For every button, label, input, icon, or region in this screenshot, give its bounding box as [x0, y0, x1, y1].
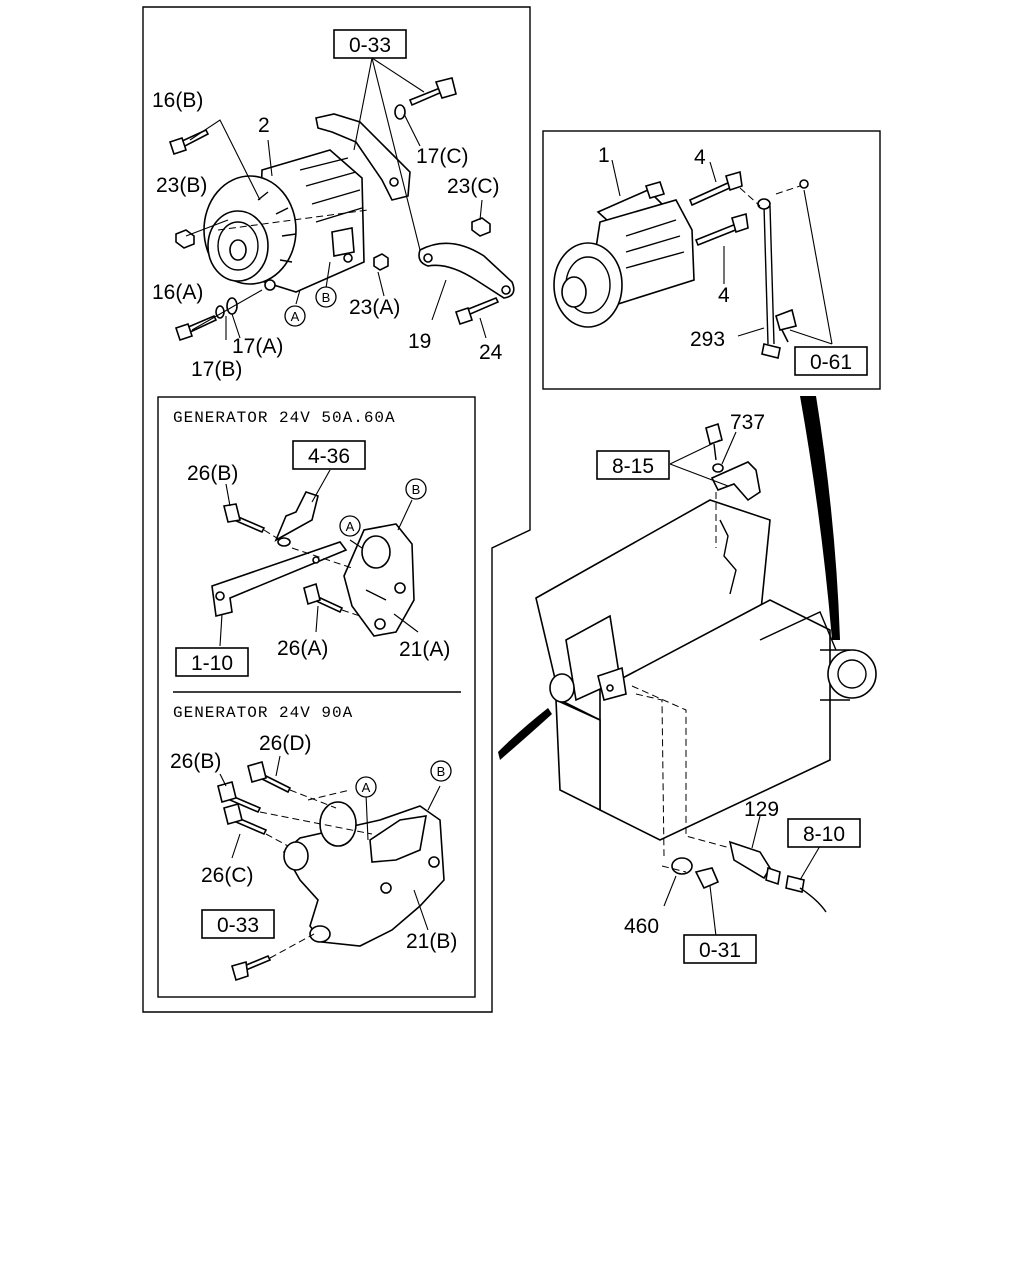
ref-box-0-33-top: 0-33 — [333, 29, 407, 59]
leader-wedge-right — [800, 396, 840, 640]
sensor-129 — [728, 840, 781, 886]
ref-box-8-10: 8-10 — [787, 818, 861, 848]
bracket-737 — [705, 422, 761, 502]
ref-0-31-text: 0-31 — [699, 939, 741, 962]
inset-generator-options-frame — [157, 396, 476, 998]
label-17c: 17(C) — [416, 145, 469, 168]
marker-b-90a-label: B — [437, 764, 446, 779]
nut-23a — [373, 253, 389, 271]
label-17b: 17(B) — [191, 358, 242, 381]
ref-8-15-text: 8-15 — [612, 455, 654, 478]
marker-b-50a: B — [405, 478, 427, 500]
cable-293 — [757, 198, 781, 359]
bolt-26c — [223, 803, 268, 836]
starter-motor — [553, 181, 695, 328]
bolt-0-61 — [775, 308, 797, 343]
marker-a-50a: A — [339, 515, 361, 537]
nut-23b — [175, 229, 195, 249]
ref-4-36-text: 4-36 — [308, 445, 350, 468]
header-generator-50a-60a: GENERATOR 24V 50A.60A — [173, 409, 396, 427]
marker-b-upper-label: B — [322, 290, 331, 305]
marker-a-90a: A — [355, 776, 377, 798]
label-26b-50a: 26(B) — [187, 462, 238, 485]
bolt-26b-50a — [223, 503, 266, 534]
label-4-lower: 4 — [718, 284, 730, 307]
marker-a-50a-label: A — [346, 519, 355, 534]
bolt-26b-90a — [217, 781, 262, 814]
marker-a-90a-label: A — [362, 780, 371, 795]
adjust-bracket-upper — [315, 113, 411, 201]
label-129: 129 — [744, 798, 779, 821]
ref-box-4-36: 4-36 — [292, 440, 366, 470]
starter-panel-frame — [542, 130, 881, 390]
ref-0-33-bottom-text: 0-33 — [217, 914, 259, 937]
bracket-21a — [343, 523, 415, 637]
label-16a: 16(A) — [152, 281, 203, 304]
generator-assembly — [203, 149, 365, 293]
plug-0-31 — [694, 867, 720, 890]
ref-box-8-15: 8-15 — [596, 450, 670, 480]
generator-panel-frame — [142, 6, 531, 1013]
bolt-16b — [168, 128, 210, 156]
bolt-4-lower — [694, 212, 749, 247]
bolt-26a — [303, 582, 344, 614]
label-26b-90a: 26(B) — [170, 750, 221, 773]
label-26d: 26(D) — [259, 732, 312, 755]
engine-block — [535, 499, 877, 841]
label-737: 737 — [730, 411, 765, 434]
label-21b: 21(B) — [406, 930, 457, 953]
nut-0-61 — [799, 179, 809, 189]
ref-8-10-text: 8-10 — [803, 823, 845, 846]
marker-b-50a-label: B — [412, 482, 421, 497]
label-17a: 17(A) — [232, 335, 283, 358]
ref-1-10-text: 1-10 — [191, 652, 233, 675]
ref-box-0-61: 0-61 — [794, 346, 868, 376]
bolt-0-33-lower — [231, 954, 272, 982]
leader-wedge-left — [498, 708, 552, 760]
marker-b-upper: B — [315, 286, 337, 308]
ref-0-61-text: 0-61 — [810, 351, 852, 374]
label-26a: 26(A) — [277, 637, 328, 660]
marker-a-upper-label: A — [291, 309, 300, 324]
label-16b: 16(B) — [152, 89, 203, 112]
label-21a: 21(A) — [399, 638, 450, 661]
label-460: 460 — [624, 915, 659, 938]
label-1: 1 — [598, 144, 610, 167]
label-4-upper: 4 — [694, 146, 706, 169]
ref-0-33-top-text: 0-33 — [349, 34, 391, 57]
washer-17a — [226, 297, 238, 315]
label-2: 2 — [258, 114, 270, 137]
label-23a: 23(A) — [349, 296, 400, 319]
label-24: 24 — [479, 341, 503, 364]
ref-box-0-33-bottom: 0-33 — [201, 909, 275, 939]
label-19: 19 — [408, 330, 431, 353]
header-generator-90a: GENERATOR 24V 90A — [173, 704, 353, 722]
label-23b: 23(B) — [156, 174, 207, 197]
label-23c: 23(C) — [447, 175, 500, 198]
bracket-1-10 — [211, 541, 348, 617]
marker-b-90a: B — [430, 760, 452, 782]
bracket-21b — [282, 801, 445, 947]
label-293: 293 — [690, 328, 725, 351]
nut-23c — [471, 217, 491, 237]
gasket-460 — [671, 857, 693, 875]
bracket-4-36 — [274, 491, 319, 547]
adjust-plate-19 — [418, 242, 515, 299]
bolt-24 — [454, 296, 500, 326]
label-26c: 26(C) — [201, 864, 254, 887]
ref-box-0-31: 0-31 — [683, 934, 757, 964]
bolt-17c — [394, 77, 457, 120]
bolt-26d — [247, 761, 292, 794]
marker-a-upper: A — [284, 305, 306, 327]
connector-8-10 — [785, 875, 827, 913]
bolt-4-upper — [688, 170, 743, 207]
ref-box-1-10: 1-10 — [175, 647, 249, 677]
